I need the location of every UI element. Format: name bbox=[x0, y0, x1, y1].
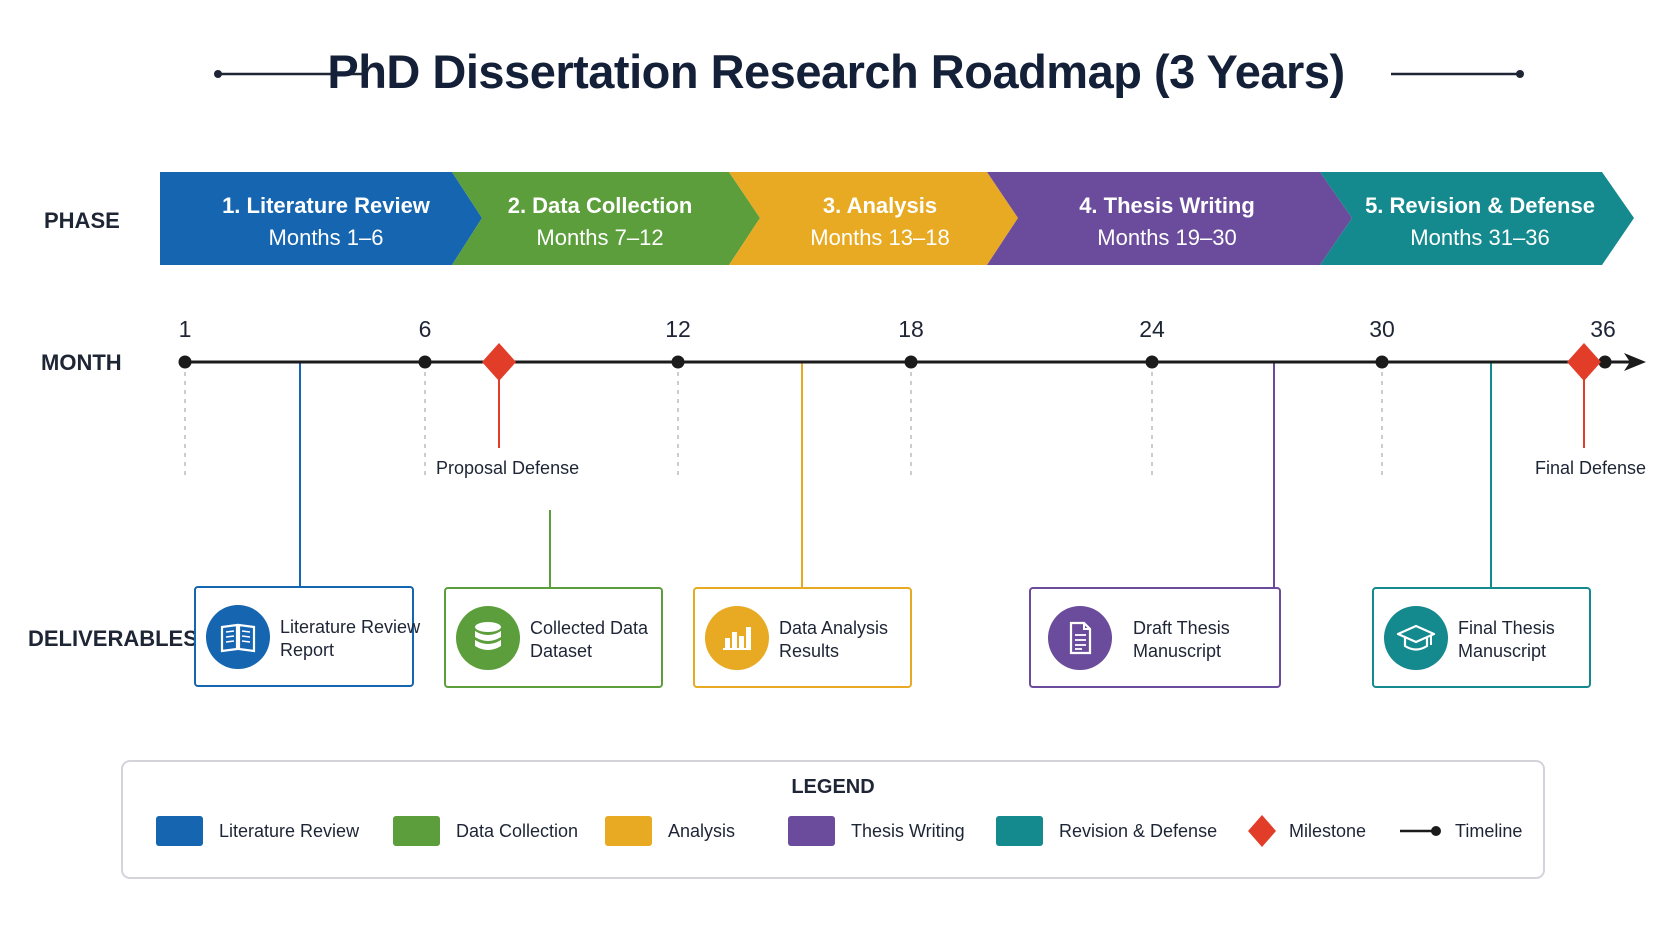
legend-label-thesis-writing: Thesis Writing bbox=[851, 820, 965, 841]
legend: LEGEND Literature Review Data Collection… bbox=[121, 760, 1545, 879]
legend-swatch-literature-review bbox=[156, 816, 203, 846]
deliverable-card-3: Data Analysis Results bbox=[693, 587, 912, 688]
phase-chevron-2 bbox=[452, 172, 760, 265]
phase-2-months: Months 7–12 bbox=[536, 225, 664, 250]
deliverable-1-line2: Report bbox=[280, 640, 335, 660]
phase-3-title: 3. Analysis bbox=[822, 193, 938, 218]
phase-1-title: 1. Literature Review bbox=[222, 193, 430, 218]
tick-label-30: 30 bbox=[1369, 316, 1395, 342]
milestone-diamond-icon bbox=[1248, 815, 1276, 847]
legend-item-revision-defense: Revision & Defense bbox=[996, 814, 1217, 848]
deliverable-card-2: Collected Data Dataset bbox=[444, 587, 663, 688]
deliverable-5-line1: Final Thesis bbox=[1458, 618, 1555, 638]
phase-4-text: 4. Thesis Writing Months 19–30 bbox=[1037, 190, 1297, 254]
phase-chevron-5 bbox=[1320, 172, 1634, 265]
phase-5-months: Months 31–36 bbox=[1410, 225, 1550, 250]
tick-label-1: 1 bbox=[178, 316, 192, 342]
phase-1-text: 1. Literature Review Months 1–6 bbox=[196, 190, 456, 254]
legend-swatch-thesis-writing bbox=[788, 816, 835, 846]
deliverable-text-5: Final Thesis Manuscript bbox=[1458, 617, 1608, 663]
tick-dot-6 bbox=[418, 355, 432, 369]
phase-1-months: Months 1–6 bbox=[268, 225, 384, 250]
graduation-cap-icon bbox=[1384, 606, 1448, 670]
phase-4-title: 4. Thesis Writing bbox=[1079, 193, 1255, 218]
deliverable-2-line1: Collected Data bbox=[530, 618, 649, 638]
phase-5-title: 5. Revision & Defense bbox=[1365, 193, 1595, 218]
phase-2-text: 2. Data Collection Months 7–12 bbox=[470, 190, 730, 254]
legend-title: LEGEND bbox=[791, 776, 875, 798]
tick-guides bbox=[184, 372, 1383, 478]
tick-label-12: 12 bbox=[665, 316, 691, 342]
database-icon bbox=[456, 606, 520, 670]
tick-dot-24 bbox=[1145, 355, 1159, 369]
deliverable-card-1: Literature Review Report bbox=[194, 586, 420, 687]
tick-label-24: 24 bbox=[1139, 316, 1165, 342]
deliverable-text-1: Literature Review Report bbox=[280, 616, 430, 662]
phase-chevron-3 bbox=[729, 172, 1018, 265]
legend-item-thesis-writing: Thesis Writing bbox=[788, 814, 965, 848]
deliverable-card-5: Final Thesis Manuscript bbox=[1372, 587, 1591, 688]
deliverable-3-line1: Data Analysis bbox=[779, 618, 889, 638]
deliverable-1-line1: Literature Review bbox=[280, 617, 421, 637]
deliverable-text-4: Draft Thesis Manuscript bbox=[1133, 617, 1283, 663]
deliverable-3-line2: Results bbox=[779, 641, 840, 661]
phase-5-text: 5. Revision & Defense Months 31–36 bbox=[1350, 190, 1610, 254]
deliverable-card-4: Draft Thesis Manuscript bbox=[1029, 587, 1281, 688]
legend-swatch-data-collection bbox=[393, 816, 440, 846]
tick-label-36: 36 bbox=[1590, 316, 1616, 342]
phase-4-months: Months 19–30 bbox=[1097, 225, 1237, 250]
tick-dot-30 bbox=[1375, 355, 1389, 369]
legend-label-analysis: Analysis bbox=[668, 820, 736, 841]
timeline-arrowhead bbox=[1624, 353, 1646, 371]
legend-item-analysis: Analysis bbox=[605, 814, 735, 848]
milestone-diamond-final bbox=[1567, 343, 1601, 381]
milestone-label-final: Final Defense bbox=[1535, 458, 1647, 478]
legend-label-revision-defense: Revision & Defense bbox=[1059, 820, 1218, 841]
bar-chart-icon bbox=[705, 606, 769, 670]
phase-row-label: PHASE bbox=[44, 208, 120, 233]
page-title: PhD Dissertation Research Roadmap (3 Yea… bbox=[327, 45, 1345, 98]
tick-label-18: 18 bbox=[898, 316, 924, 342]
deliverable-4-line1: Draft Thesis bbox=[1133, 618, 1230, 638]
legend-item-milestone: Milestone bbox=[1247, 814, 1366, 848]
legend-item-data-collection: Data Collection bbox=[393, 814, 578, 848]
month-row-label: MONTH bbox=[41, 350, 122, 375]
legend-label-milestone: Milestone bbox=[1289, 820, 1367, 841]
tick-dot-36 bbox=[1598, 355, 1612, 369]
tick-dot-1 bbox=[178, 355, 192, 369]
legend-label-data-collection: Data Collection bbox=[456, 820, 579, 841]
legend-label-timeline: Timeline bbox=[1455, 820, 1523, 841]
phase-2-title: 2. Data Collection bbox=[507, 193, 693, 218]
phase-3-text: 3. Analysis Months 13–18 bbox=[750, 190, 1010, 254]
deliverable-5-line2: Manuscript bbox=[1458, 641, 1547, 661]
deliverable-4-line2: Manuscript bbox=[1133, 641, 1222, 661]
phase-3-months: Months 13–18 bbox=[810, 225, 950, 250]
phase-chevron-1 bbox=[160, 172, 482, 265]
title-area: PhD Dissertation Research Roadmap (3 Yea… bbox=[0, 40, 1672, 104]
document-icon bbox=[1048, 606, 1112, 670]
tick-dot-18 bbox=[904, 355, 918, 369]
tick-label-6: 6 bbox=[418, 316, 432, 342]
legend-item-literature-review: Literature Review bbox=[156, 814, 359, 848]
milestone-label-proposal: Proposal Defense bbox=[436, 458, 580, 478]
legend-swatch-revision-defense bbox=[996, 816, 1043, 846]
deliverable-text-2: Collected Data Dataset bbox=[530, 617, 680, 663]
book-icon bbox=[206, 605, 270, 669]
tick-dot-12 bbox=[671, 355, 685, 369]
legend-label-literature-review: Literature Review bbox=[219, 820, 360, 841]
title-rules bbox=[214, 70, 1524, 78]
legend-swatch-analysis bbox=[605, 816, 652, 846]
deliverables-row-label: DELIVERABLES bbox=[28, 626, 198, 651]
milestone-diamond-proposal bbox=[482, 343, 516, 381]
deliverable-2-line2: Dataset bbox=[530, 641, 593, 661]
timeline-line-icon bbox=[1400, 826, 1441, 836]
deliverable-text-3: Data Analysis Results bbox=[779, 617, 929, 663]
legend-item-timeline: Timeline bbox=[1399, 814, 1522, 848]
phase-chevron-4 bbox=[987, 172, 1352, 265]
